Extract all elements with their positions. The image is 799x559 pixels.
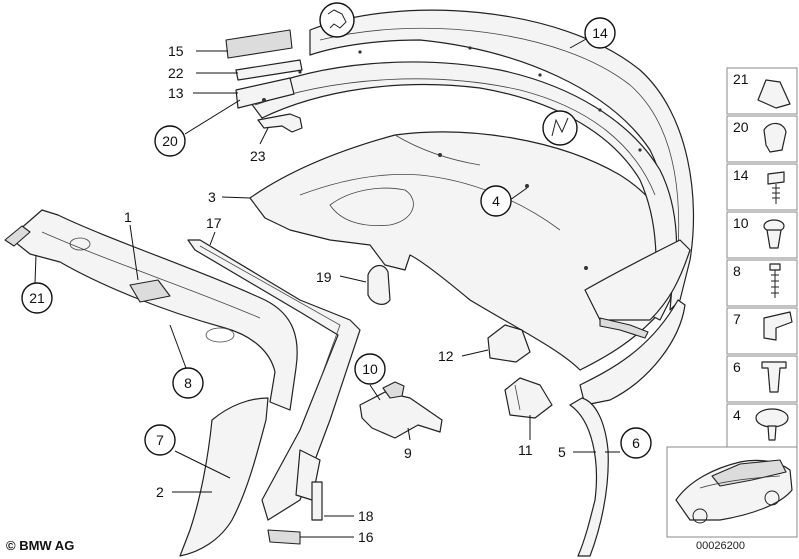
callout-12: 12 [438,348,454,364]
label-21: 21 [29,290,45,306]
callout-13: 13 [168,85,184,101]
label-14: 14 [592,25,608,41]
label-15: 15 [168,43,184,59]
legend-20: 20 [733,119,749,135]
label-11: 11 [518,442,533,458]
legend-column: 21 20 14 10 8 7 6 4 [726,67,798,451]
legend-21: 21 [733,71,749,87]
label-4: 4 [492,193,500,209]
drawing-number: 00026200 [696,540,745,552]
callout-16: 16 [358,529,374,545]
callout-18: 18 [358,508,374,524]
clip-detail-mid [542,110,578,146]
label-2: 2 [156,484,164,500]
callout-3: 3 [208,189,216,205]
callout-5: 5 [558,444,566,460]
bracket-9 [359,381,443,439]
callout-11: 11 [518,442,533,458]
callout-7: 7 [144,424,176,456]
callout-22: 22 [168,65,184,81]
callout-4: 4 [480,185,512,217]
label-6: 6 [632,435,640,451]
bracket-23 [257,113,303,133]
bracket-11 [504,377,553,419]
label-10: 10 [362,361,378,377]
callout-15: 15 [168,43,184,59]
label-18: 18 [358,508,374,524]
label-22: 22 [168,65,184,81]
label-23: 23 [250,148,266,164]
roof-frame-seal [225,9,695,406]
label-17: 17 [206,215,222,231]
label-5: 5 [558,444,566,460]
bracket-12 [487,324,531,363]
callout-1: 1 [124,209,132,225]
callout-19: 19 [316,269,332,285]
rear-seal-strip [569,397,609,557]
callout-21: 21 [21,282,53,314]
headliner-rear-trim [249,131,677,371]
a-pillar-trim [179,239,361,557]
label-7: 7 [156,432,164,448]
callout-2: 2 [156,484,164,500]
legend-8: 8 [733,263,741,279]
plug-19 [367,265,391,305]
callout-20: 20 [154,125,186,157]
legend-7: 7 [733,311,741,327]
legend-10: 10 [733,215,749,231]
callout-10: 10 [354,353,386,385]
label-20: 20 [162,133,178,149]
callout-14: 14 [584,17,616,49]
clip-detail-top [319,2,355,38]
callout-23: 23 [250,148,266,164]
callout-17: 17 [206,215,222,231]
label-13: 13 [168,85,184,101]
callout-6: 6 [620,427,652,459]
callout-8: 8 [172,367,204,399]
legend-4: 4 [733,407,741,423]
label-12: 12 [438,348,454,364]
label-19: 19 [316,269,332,285]
copyright-notice: © BMW AG [6,538,75,553]
legend-6: 6 [733,359,741,375]
label-8: 8 [184,375,192,391]
legend-14: 14 [733,167,749,183]
car-thumbnail [666,446,798,538]
leader-lines [34,37,620,538]
callout-9: 9 [404,445,412,461]
label-1: 1 [124,209,132,225]
front-header-panel [4,209,298,411]
label-16: 16 [358,529,374,545]
label-9: 9 [404,445,412,461]
label-3: 3 [208,189,216,205]
